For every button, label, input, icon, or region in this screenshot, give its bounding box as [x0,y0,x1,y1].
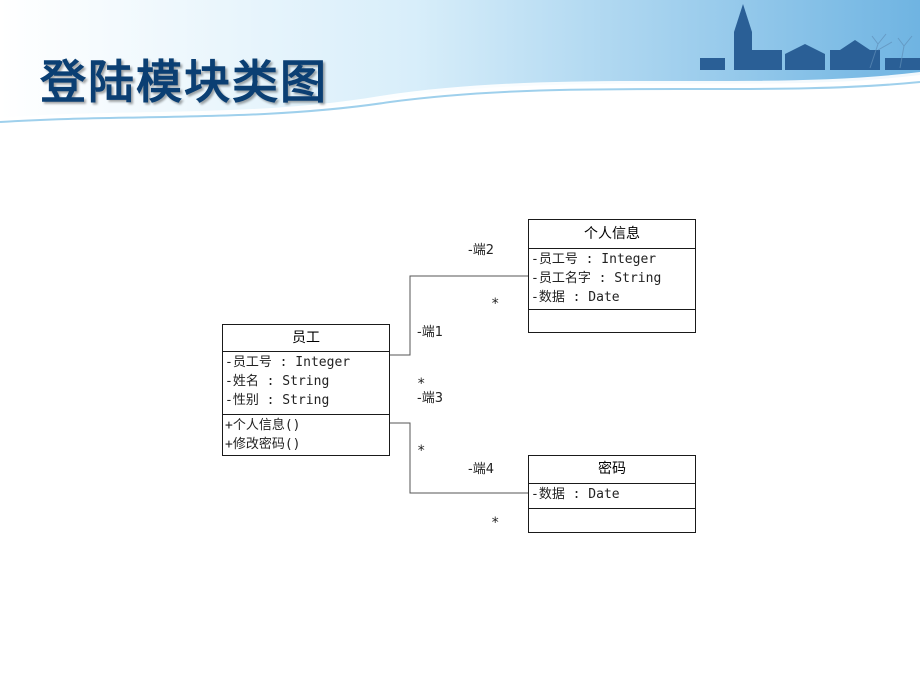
town-silhouette-icon [700,4,920,70]
multiplicity-label: * [417,443,426,459]
operation-row: +个人信息() [225,418,301,433]
attribute-row: -数据 : Date [531,290,620,305]
attribute-row: -性别 : String [225,393,330,408]
attribute-row: -数据 : Date [531,487,620,502]
attribute-row: -员工名字 : String [531,271,662,286]
class-attributes: -员工号 : Integer -姓名 : String -性别 : String [223,352,389,415]
attribute-row: -员工号 : Integer [225,355,351,370]
multiplicity-label: * [491,515,500,531]
multiplicity-label: * [491,296,500,312]
class-name: 员工 [223,325,389,352]
attribute-row: -员工号 : Integer [531,252,657,267]
association-end-label: -端4 [468,462,494,477]
class-password: 密码 -数据 : Date [528,455,696,533]
class-name: 密码 [529,456,695,484]
class-attributes: -员工号 : Integer -员工名字 : String -数据 : Date [529,249,695,310]
association-line-password [390,422,528,494]
multiplicity-label: * [417,376,426,392]
association-end-label: -端1 [417,325,443,340]
association-end-label: -端3 [417,391,443,406]
page-title: 登陆模块类图 [40,55,328,109]
class-operations: +个人信息() +修改密码() [223,415,389,454]
class-employee: 员工 -员工号 : Integer -姓名 : String -性别 : Str… [222,324,390,456]
attribute-row: -姓名 : String [225,374,330,389]
association-end-label: -端2 [468,243,494,258]
operation-row: +修改密码() [225,437,301,452]
association-line-personal-info [390,275,528,356]
class-operations [529,509,695,510]
class-name: 个人信息 [529,220,695,249]
header-banner [0,0,920,126]
class-attributes: -数据 : Date [529,484,695,509]
class-personal-info: 个人信息 -员工号 : Integer -员工名字 : String -数据 :… [528,219,696,333]
class-operations [529,310,695,311]
